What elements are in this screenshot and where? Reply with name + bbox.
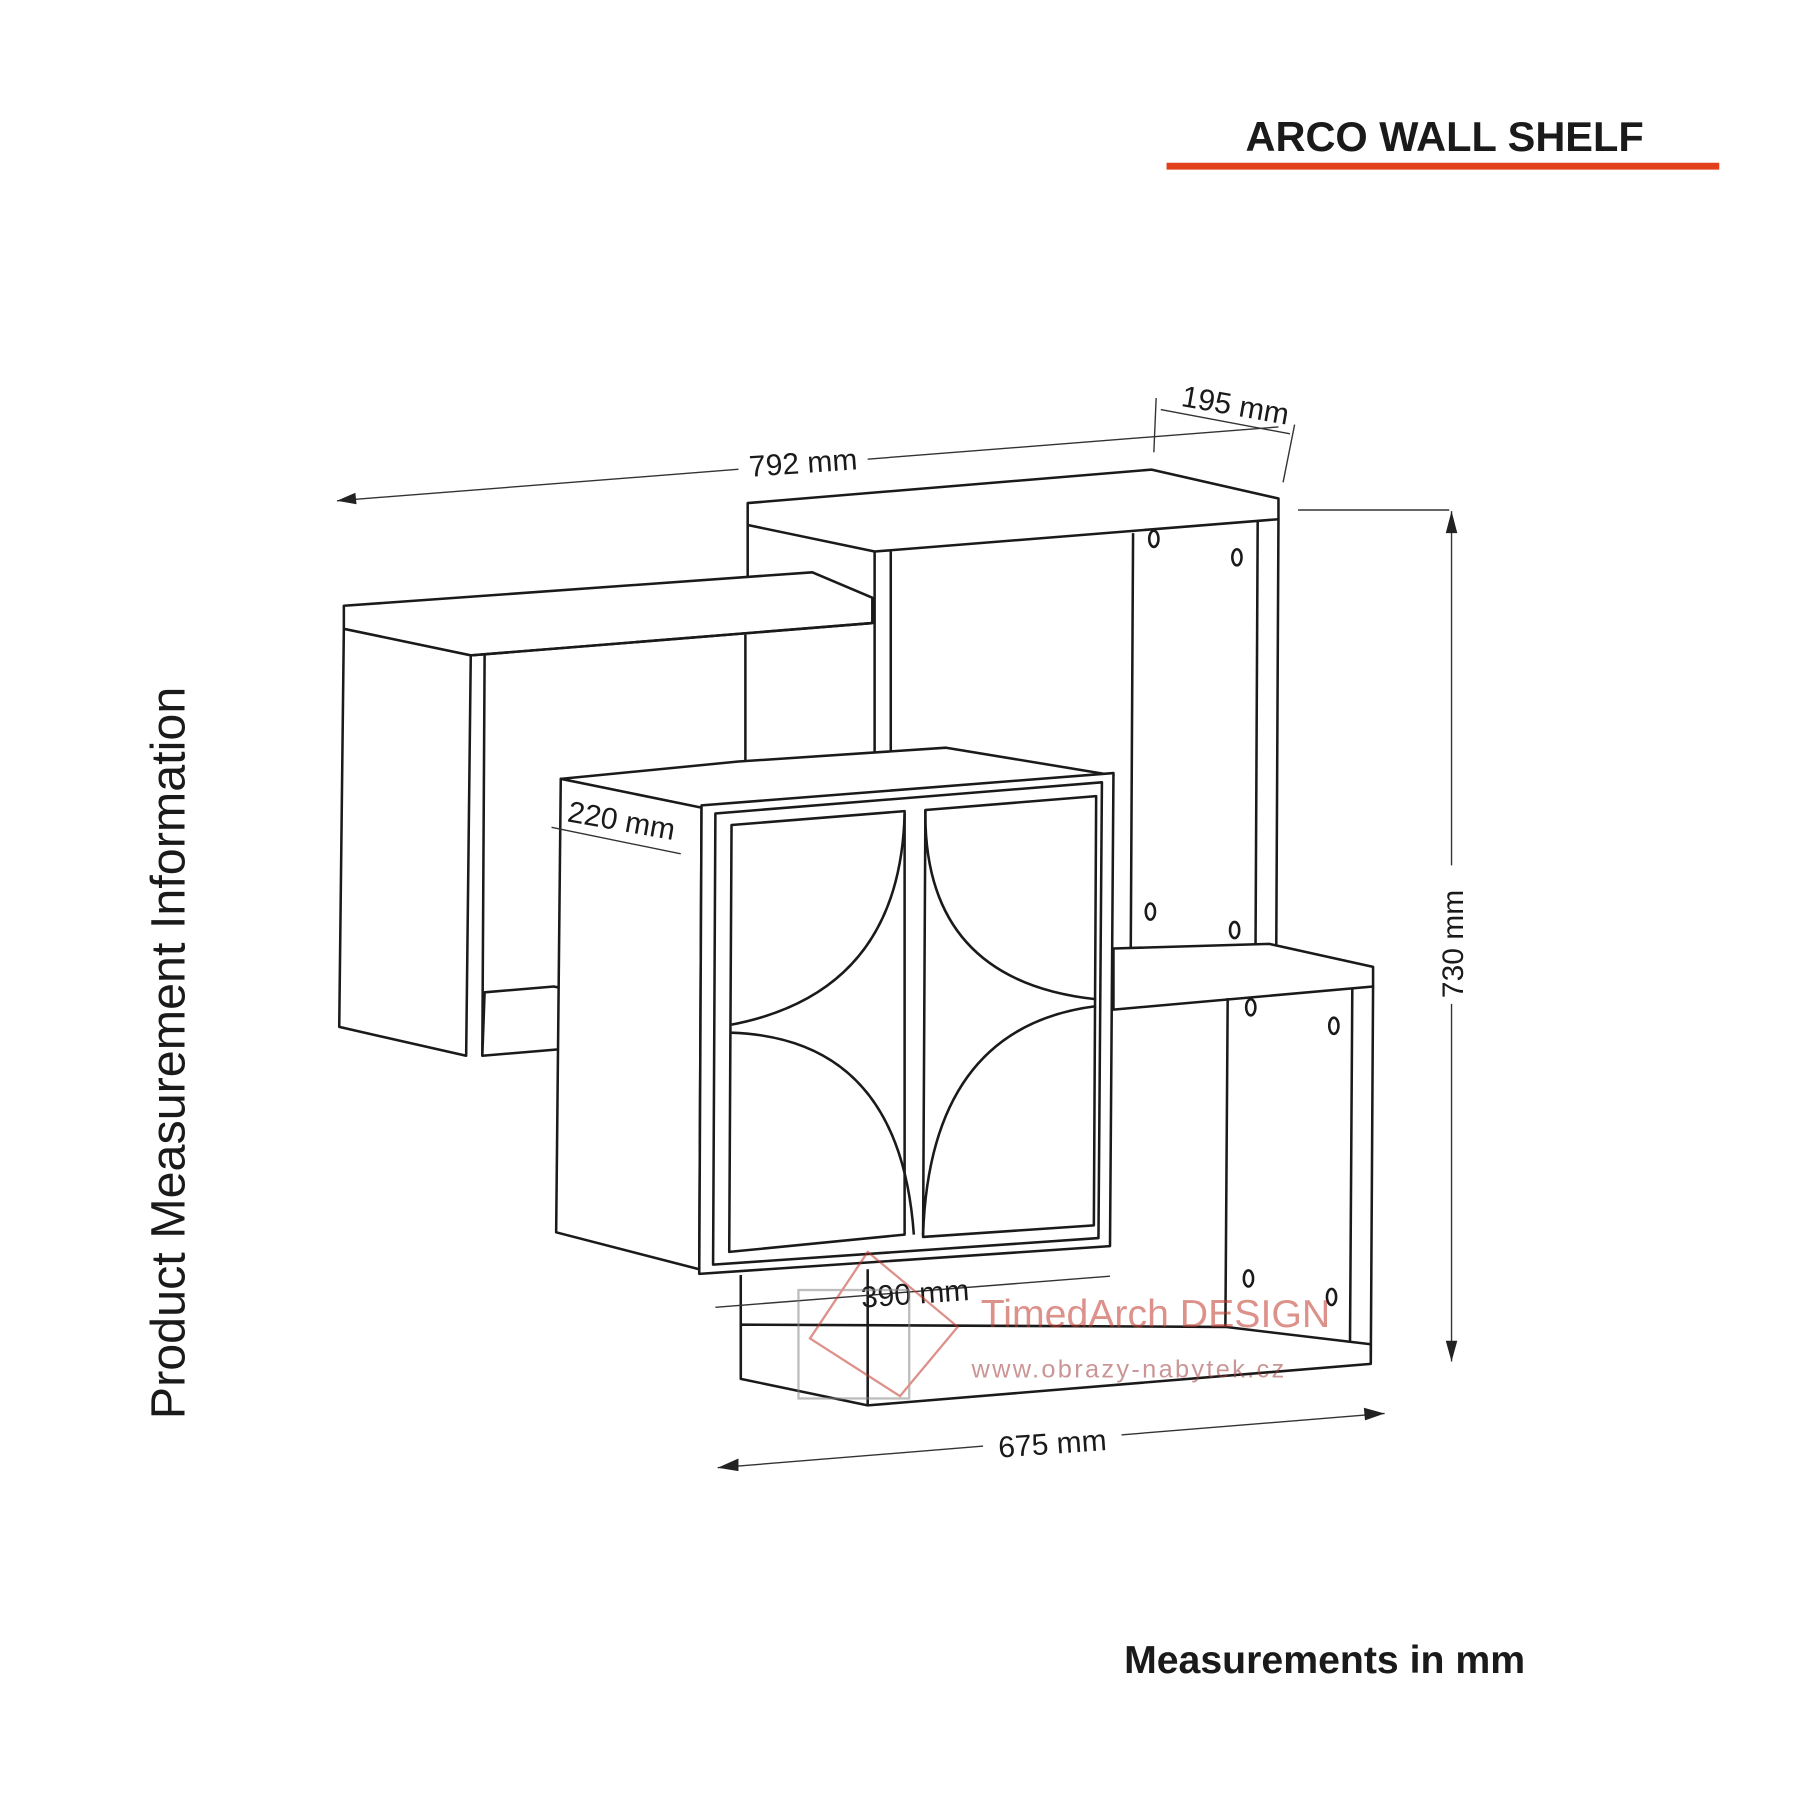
dim-door-width: 390 mm	[860, 1274, 970, 1314]
side-label: Product Measurement Information	[142, 687, 196, 1420]
shelf-drawing	[337, 468, 1375, 1407]
mount-holes	[1144, 529, 1340, 1307]
dim-width-bottom: 675 mm	[997, 1424, 1107, 1464]
dimension-lines	[336, 398, 1458, 1472]
footer-note: Measurements in mm	[1124, 1638, 1525, 1682]
watermark: TimedArch DESIGN www.obrazy-nabytek.cz	[797, 1250, 1330, 1400]
page-title: ARCO WALL SHELF	[1245, 113, 1643, 160]
watermark-brand: TimedArch DESIGN	[981, 1292, 1330, 1336]
dim-height: 730 mm	[1437, 890, 1470, 998]
dim-width-top: 792 mm	[748, 443, 858, 483]
watermark-url: www.obrazy-nabytek.cz	[971, 1356, 1287, 1384]
